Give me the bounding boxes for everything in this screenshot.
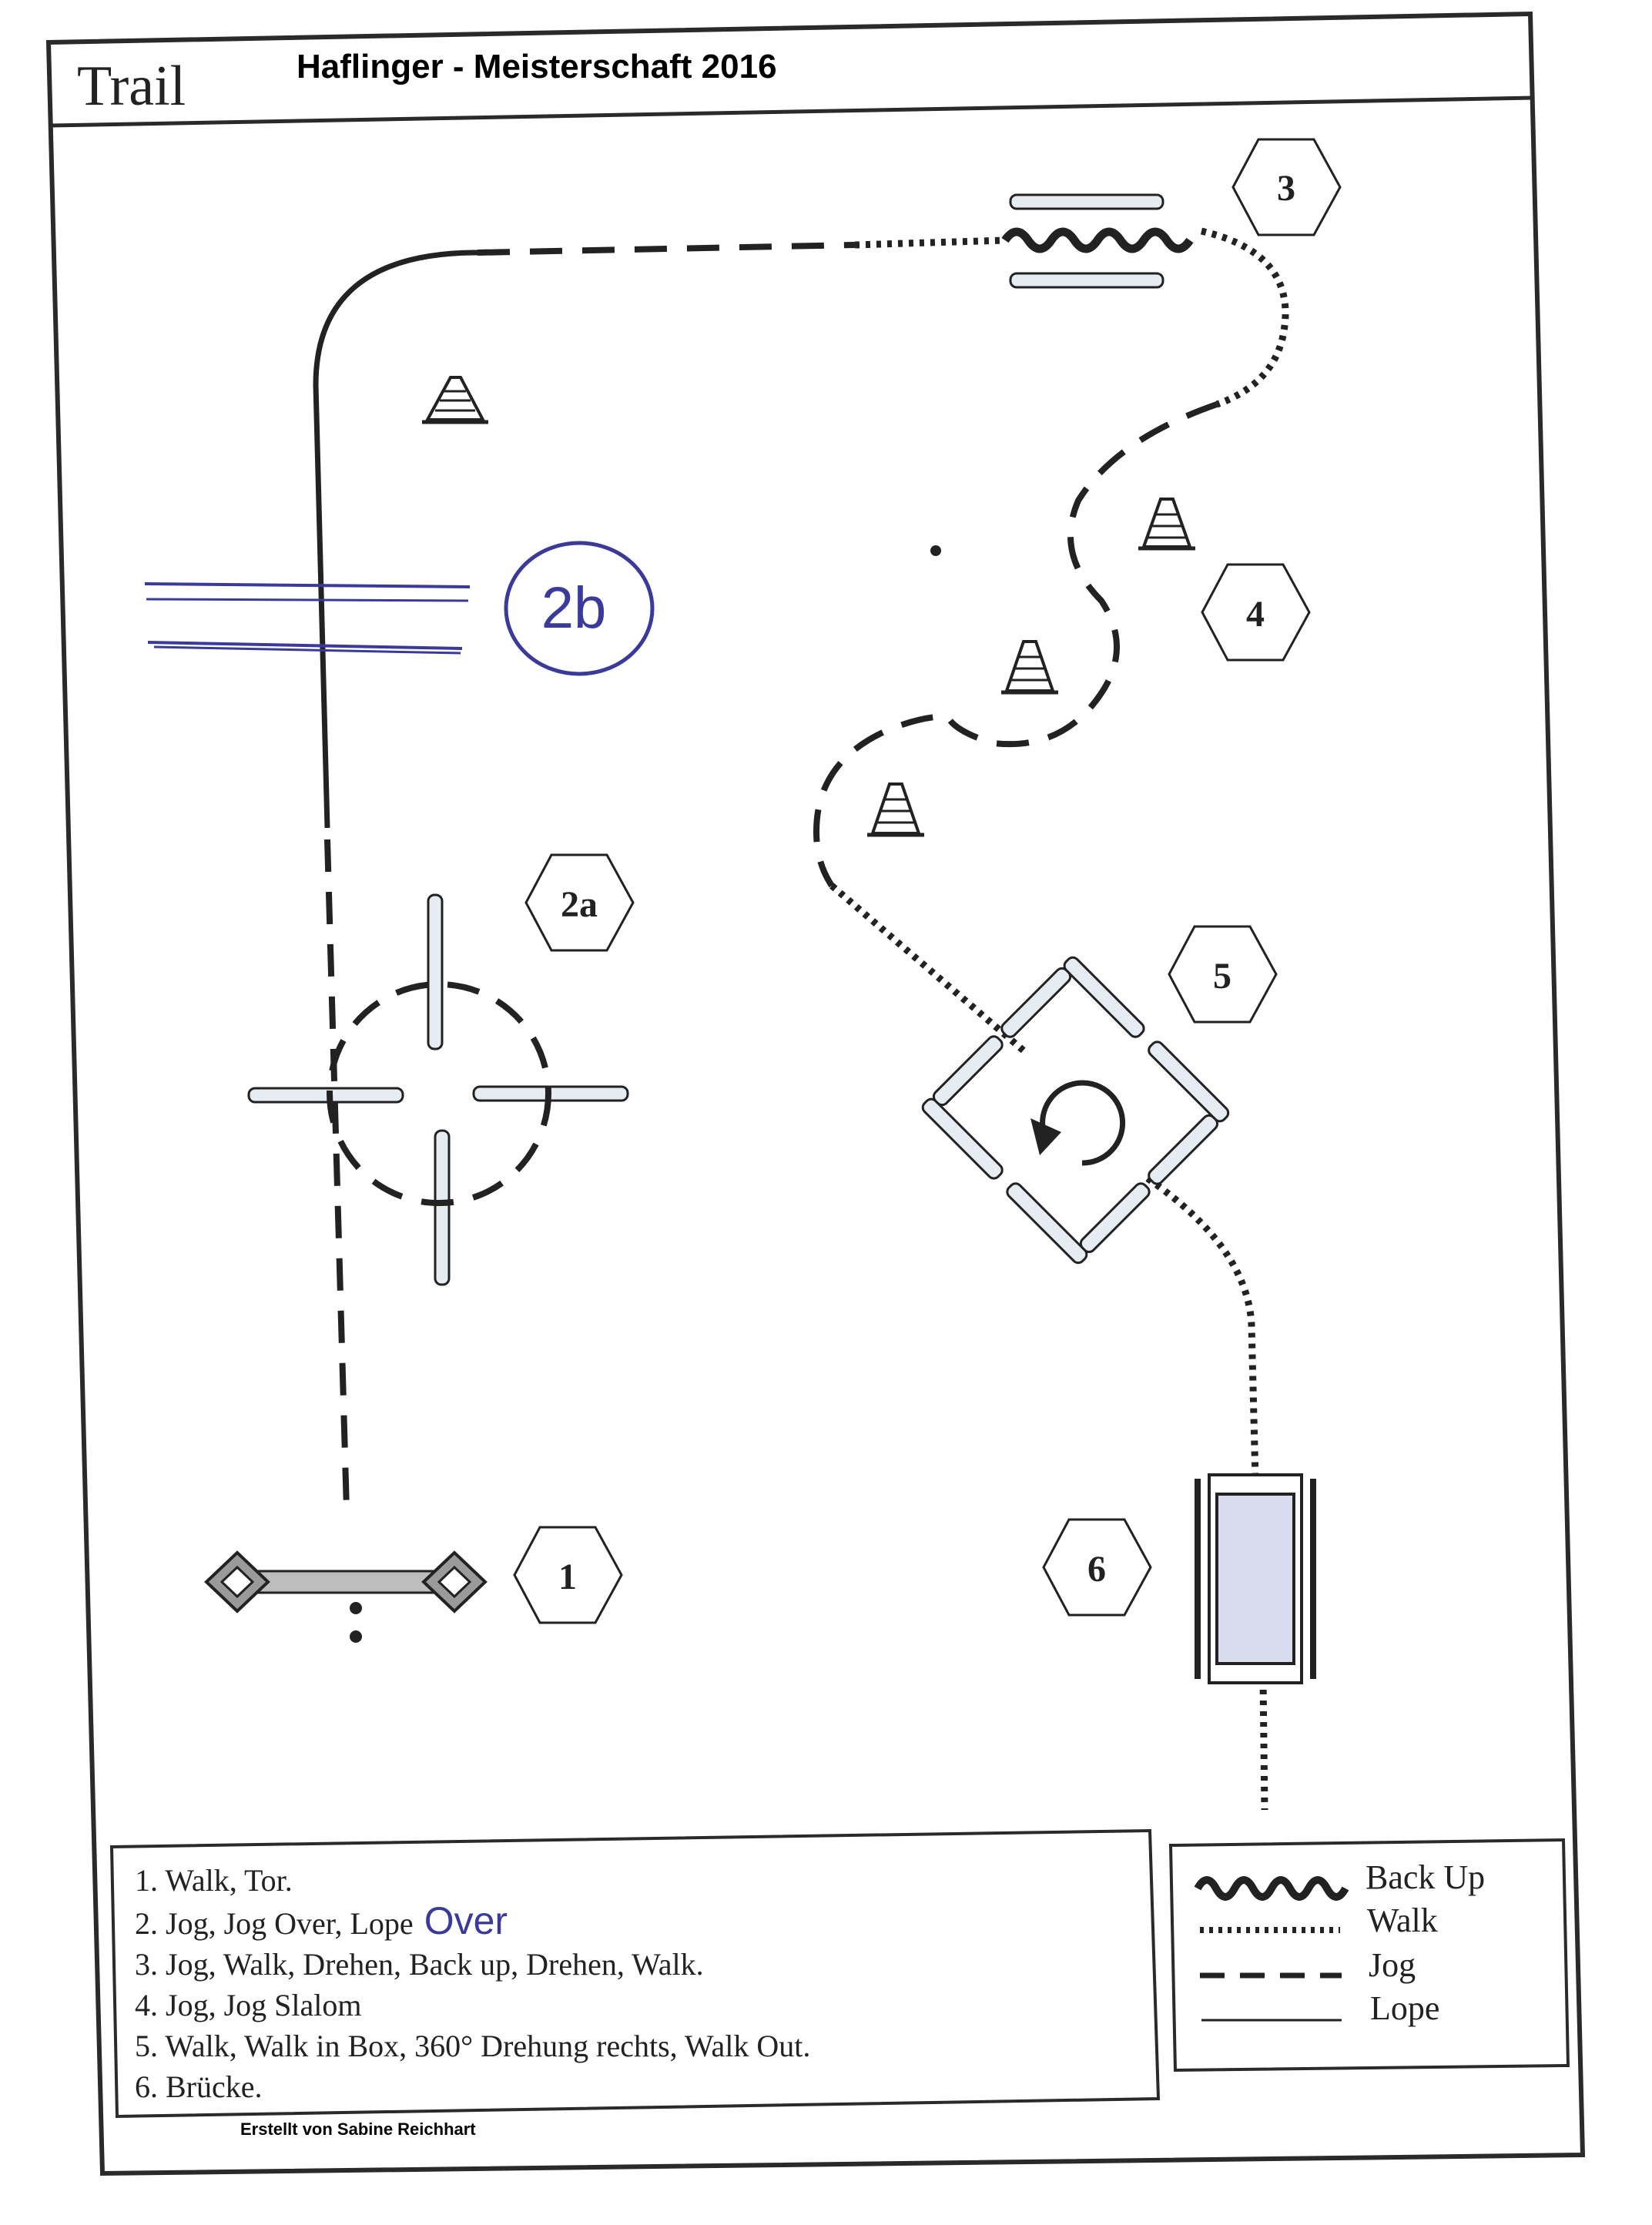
lope-over-poles: [144, 541, 655, 676]
outer-frame: [45, 11, 1586, 2176]
header-rule: [50, 96, 1533, 128]
obstacle-number-5: 5: [1213, 956, 1231, 997]
step-item: 3. Jog, Walk, Drehen, Back up, Drehen, W…: [135, 1947, 704, 1982]
step-item: 1. Walk, Tor.: [135, 1863, 293, 1898]
cone: [867, 782, 924, 837]
event-title: Haflinger - Meisterschaft 2016: [297, 48, 777, 85]
jog-over-poles: [247, 893, 629, 1286]
obstacle-number-1: 1: [558, 1556, 577, 1597]
walk-line-exit: [1259, 1678, 1268, 1811]
obstacle-marker-6: 6: [1042, 1518, 1152, 1617]
lope-line: [313, 250, 478, 829]
obstacle-marker-3: 3: [1231, 138, 1342, 236]
obstacle-marker-1: 1: [513, 1526, 623, 1624]
backup-poles: [1001, 193, 1194, 289]
walk-line-to-5: [829, 883, 1027, 1054]
obstacle-marker-2a: 2a: [524, 853, 635, 952]
legend-label-lope: Lope: [1370, 1989, 1440, 2027]
jog-line-top: [477, 242, 856, 256]
step-item: 6. Brücke.: [135, 2069, 263, 2104]
obstacle-number-4: 4: [1246, 594, 1265, 635]
walk-line-to-3: [854, 236, 1006, 249]
marker-dot: [930, 545, 941, 556]
legend-label-jog: Jog: [1369, 1946, 1416, 1984]
bridge-obstacle: [1195, 1473, 1316, 1684]
step-item: 5. Walk, Walk in Box, 360° Drehung recht…: [135, 2029, 811, 2063]
step-item: 4. Jog, Jog Slalom: [135, 1988, 362, 2022]
obstacle-number-6: 6: [1087, 1549, 1106, 1590]
legend-label-back-up: Back Up: [1365, 1858, 1486, 1896]
handwritten-note: Over: [424, 1899, 508, 1942]
turn-box: [921, 956, 1230, 1265]
obstacle-number-3: 3: [1277, 168, 1295, 209]
steps-box: [109, 1828, 1161, 2119]
cone: [1001, 640, 1058, 695]
cone: [422, 376, 488, 424]
legend-label-walk: Walk: [1367, 1902, 1438, 1939]
legend-backup-symbol: [1194, 1876, 1349, 1901]
page-title: Trail: [77, 55, 186, 118]
gate-obstacle: [204, 1550, 488, 1643]
jog-slalom-line: [813, 401, 1218, 888]
legend-box: [1168, 1838, 1570, 2073]
walk-line-5-to-6: [1145, 1175, 1259, 1479]
obstacle-number-2b: 2b: [541, 575, 607, 641]
walk-line-after-3: [1200, 227, 1289, 408]
jog-line-left: [324, 839, 350, 1510]
credit-line: Erstellt von Sabine Reichhart: [240, 2119, 476, 2139]
cone: [1138, 498, 1195, 551]
obstacle-marker-5: 5: [1168, 925, 1278, 1024]
clockwise-turn-icon: [1030, 1080, 1126, 1166]
obstacle-marker-4: 4: [1201, 563, 1311, 662]
obstacle-number-2a: 2a: [561, 884, 598, 925]
